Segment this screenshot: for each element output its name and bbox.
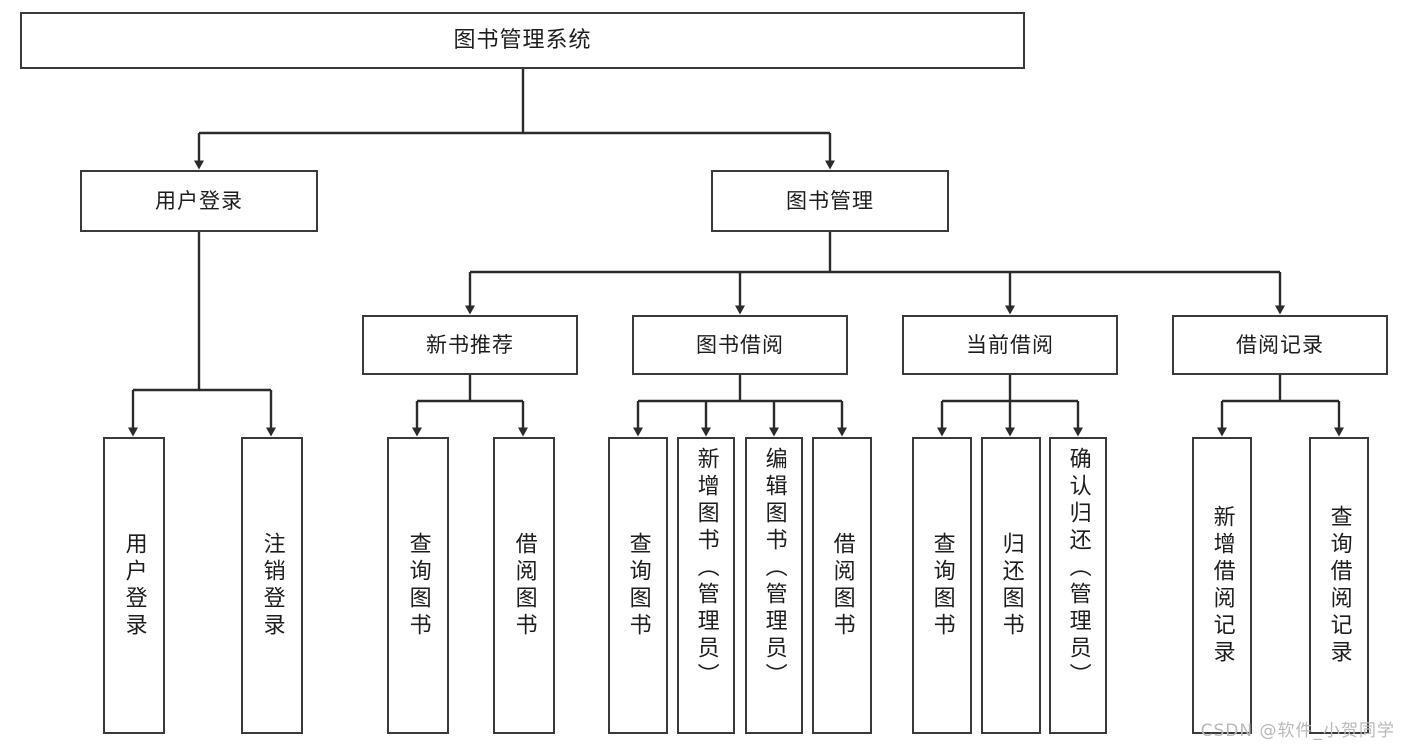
- leaf-query-book-recommend[interactable]: 查询图书: [387, 437, 449, 734]
- leaf-borrow-book-recommend[interactable]: 借阅图书: [493, 437, 555, 734]
- node-label: 图书借阅: [696, 332, 784, 357]
- leaf-logout[interactable]: 注销登录: [241, 437, 303, 734]
- leaf-label: 编辑图书（管理员）: [761, 447, 787, 690]
- leaf-label: 确认归还（管理员）: [1065, 447, 1091, 690]
- node-label: 图书管理: [786, 188, 874, 213]
- node-label: 当前借阅: [966, 332, 1054, 357]
- leaf-label: 注销登录: [259, 531, 285, 640]
- leaf-label: 查询图书: [405, 531, 431, 640]
- leaf-user-login[interactable]: 用户登录: [103, 437, 165, 734]
- leaf-label: 借阅图书: [511, 531, 537, 640]
- leaf-add-book-admin[interactable]: 新增图书（管理员）: [677, 437, 735, 734]
- leaf-label: 新增借阅记录: [1209, 504, 1235, 667]
- node-new-book-recommend[interactable]: 新书推荐: [362, 315, 578, 375]
- leaf-label: 借阅图书: [829, 531, 855, 640]
- node-current-borrow[interactable]: 当前借阅: [902, 315, 1118, 375]
- csdn-watermark: CSDN @软件_小贺同学: [1200, 721, 1395, 741]
- node-user-login[interactable]: 用户登录: [80, 170, 318, 232]
- node-book-borrow[interactable]: 图书借阅: [632, 315, 848, 375]
- leaf-label: 查询图书: [929, 531, 955, 640]
- leaf-label: 查询图书: [625, 531, 651, 640]
- leaf-edit-book-admin[interactable]: 编辑图书（管理员）: [745, 437, 803, 734]
- leaf-label: 用户登录: [121, 531, 147, 640]
- leaf-return-book[interactable]: 归还图书: [981, 437, 1041, 734]
- node-label: 新书推荐: [426, 332, 514, 357]
- leaf-add-borrow-record[interactable]: 新增借阅记录: [1192, 437, 1252, 734]
- leaf-confirm-return-admin[interactable]: 确认归还（管理员）: [1049, 437, 1107, 734]
- node-label: 用户登录: [155, 188, 243, 213]
- leaf-query-book-current[interactable]: 查询图书: [912, 437, 972, 734]
- node-root-system[interactable]: 图书管理系统: [20, 12, 1025, 69]
- leaf-label: 归还图书: [998, 531, 1024, 640]
- node-label: 图书管理系统: [453, 27, 592, 53]
- leaf-borrow-book[interactable]: 借阅图书: [812, 437, 872, 734]
- leaf-label: 查询借阅记录: [1326, 504, 1352, 667]
- leaf-label: 新增图书（管理员）: [693, 447, 719, 690]
- leaf-query-borrow-record[interactable]: 查询借阅记录: [1309, 437, 1369, 734]
- node-label: 借阅记录: [1236, 332, 1324, 357]
- leaf-query-book-borrow[interactable]: 查询图书: [608, 437, 668, 734]
- node-book-management[interactable]: 图书管理: [711, 170, 949, 232]
- node-borrow-record[interactable]: 借阅记录: [1172, 315, 1388, 375]
